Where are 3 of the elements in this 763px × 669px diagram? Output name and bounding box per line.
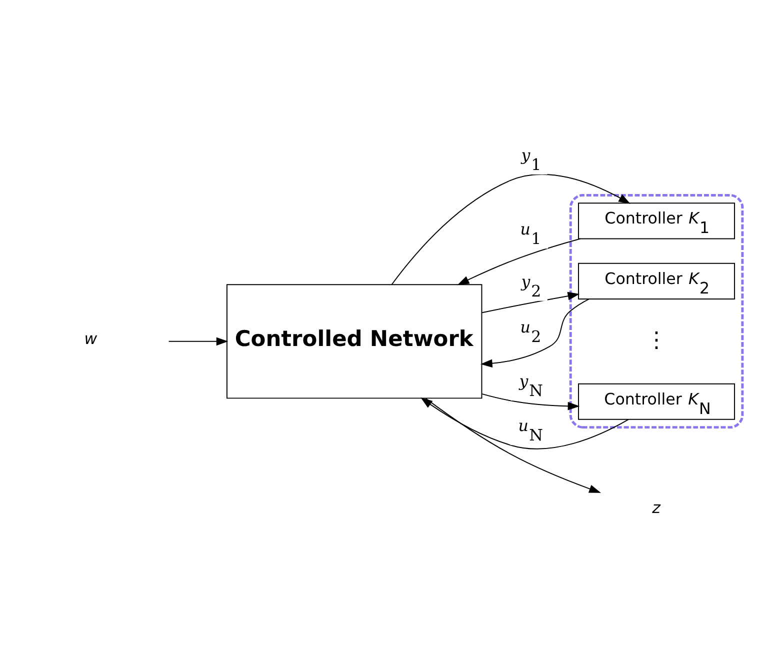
node-text: z [652,498,660,518]
label: ⋮ [646,328,668,353]
node-text: w [84,329,98,348]
